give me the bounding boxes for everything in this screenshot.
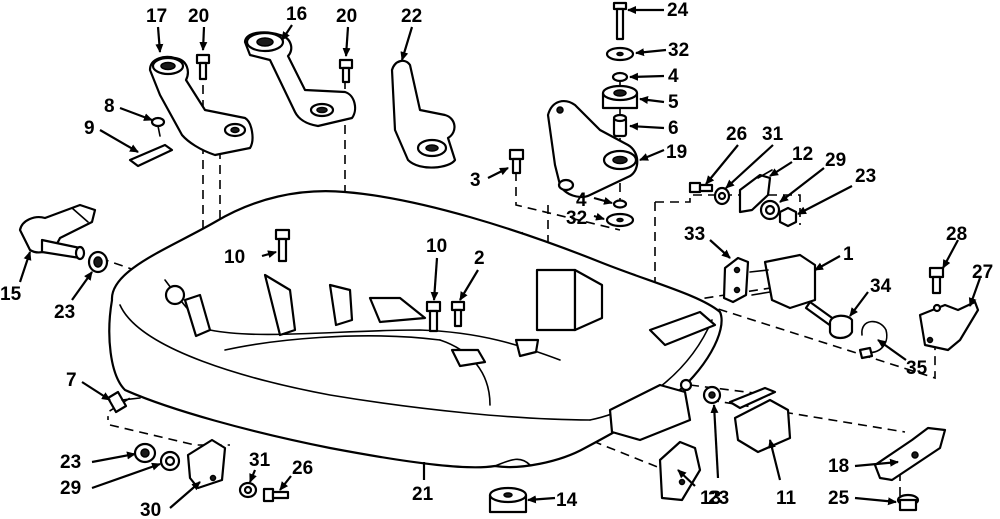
callout-29-right: 29 bbox=[825, 150, 846, 171]
callout-32-top: 32 bbox=[668, 40, 689, 61]
callout-20-left: 20 bbox=[188, 6, 209, 27]
callout-16: 16 bbox=[286, 4, 307, 25]
callout-31-right: 31 bbox=[762, 124, 784, 145]
part-19-bracket bbox=[546, 100, 639, 199]
part-22-arm bbox=[390, 59, 457, 169]
plate-33 bbox=[722, 256, 750, 304]
screw-26-right bbox=[688, 181, 714, 194]
callout-18: 18 bbox=[828, 456, 849, 477]
callout-26-bottom: 26 bbox=[292, 458, 313, 479]
callout-23-left: 23 bbox=[54, 302, 75, 323]
part-16-bracket bbox=[243, 31, 357, 128]
callout-24: 24 bbox=[667, 0, 689, 21]
screw-28 bbox=[928, 266, 945, 295]
callout-27: 27 bbox=[972, 262, 993, 283]
callout-4-bottom: 4 bbox=[576, 190, 587, 211]
bolt-24 bbox=[612, 1, 628, 41]
clip-35 bbox=[858, 320, 888, 360]
callout-35: 35 bbox=[906, 358, 928, 379]
callout-1: 1 bbox=[843, 244, 854, 265]
part-17-bracket bbox=[148, 55, 254, 157]
screw-10-center bbox=[425, 300, 442, 333]
washer-31-bottom bbox=[238, 481, 258, 499]
callout-2: 2 bbox=[474, 248, 485, 269]
callout-6: 6 bbox=[668, 118, 679, 139]
screw-8 bbox=[150, 116, 166, 137]
washer-29-bottom-left bbox=[159, 450, 181, 472]
screw-20-right bbox=[338, 58, 354, 84]
screw-2 bbox=[450, 300, 466, 328]
grommet-23-left bbox=[87, 250, 109, 274]
screw-3 bbox=[508, 148, 525, 175]
grommet-5 bbox=[601, 84, 639, 110]
block-11 bbox=[728, 386, 792, 454]
callout-3: 3 bbox=[470, 170, 481, 191]
nut-23-right bbox=[778, 206, 798, 228]
callout-15: 15 bbox=[0, 284, 22, 305]
screw-25 bbox=[896, 493, 920, 512]
callout-19: 19 bbox=[666, 142, 687, 163]
washer-32-top bbox=[605, 46, 635, 62]
part-15-shift-handle bbox=[18, 203, 97, 261]
nut-4-top bbox=[611, 71, 629, 83]
screw-7 bbox=[106, 390, 141, 414]
plate-9 bbox=[128, 143, 174, 168]
nut-4-bottom bbox=[612, 199, 628, 209]
washer-29-right bbox=[759, 199, 781, 221]
washer-32-bottom bbox=[605, 212, 635, 228]
callout-14: 14 bbox=[556, 490, 578, 511]
lower-motor-cover bbox=[108, 190, 723, 469]
callout-8: 8 bbox=[104, 96, 115, 117]
grommet-23-bottom-left bbox=[133, 442, 157, 464]
callout-34: 34 bbox=[870, 276, 892, 297]
grommet-14 bbox=[488, 486, 528, 514]
callout-4-top: 4 bbox=[668, 66, 679, 87]
callout-13: 13 bbox=[700, 488, 721, 509]
callout-31-bottom: 31 bbox=[249, 450, 271, 471]
callout-33: 33 bbox=[684, 224, 705, 245]
callout-17: 17 bbox=[146, 6, 167, 27]
callout-23-right-top: 23 bbox=[855, 166, 876, 187]
cap-34 bbox=[828, 314, 854, 340]
callout-28: 28 bbox=[946, 224, 967, 245]
callout-29-bottom-left: 29 bbox=[60, 478, 81, 499]
callout-7: 7 bbox=[66, 370, 77, 391]
callout-20-right: 20 bbox=[336, 6, 357, 27]
callout-23-bottom-right: 23 bbox=[708, 488, 729, 509]
callout-32-bottom: 32 bbox=[566, 208, 587, 229]
screw-26-bottom bbox=[262, 487, 290, 503]
bracket-18 bbox=[873, 426, 947, 482]
callout-12: 12 bbox=[792, 144, 813, 165]
bracket-27 bbox=[918, 300, 980, 352]
callout-23-bottom-left: 23 bbox=[60, 452, 81, 473]
callout-25: 25 bbox=[828, 488, 850, 509]
callout-30: 30 bbox=[140, 500, 161, 519]
bracket-30 bbox=[186, 438, 227, 490]
callout-5: 5 bbox=[668, 92, 679, 113]
callout-9: 9 bbox=[84, 118, 95, 139]
screw-20-left bbox=[195, 53, 211, 81]
callout-leaders bbox=[18, 6, 982, 509]
callout-10-left: 10 bbox=[224, 247, 245, 268]
callout-22: 22 bbox=[401, 6, 422, 27]
screw-10-left bbox=[274, 228, 291, 263]
sleeve-6 bbox=[612, 113, 628, 138]
grommet-23-center-right bbox=[702, 385, 722, 405]
washer-31-right bbox=[713, 186, 731, 206]
callout-21: 21 bbox=[412, 484, 434, 505]
callout-26-right: 26 bbox=[726, 124, 747, 145]
callout-11: 11 bbox=[776, 488, 797, 509]
callout-10-center: 10 bbox=[426, 236, 447, 257]
